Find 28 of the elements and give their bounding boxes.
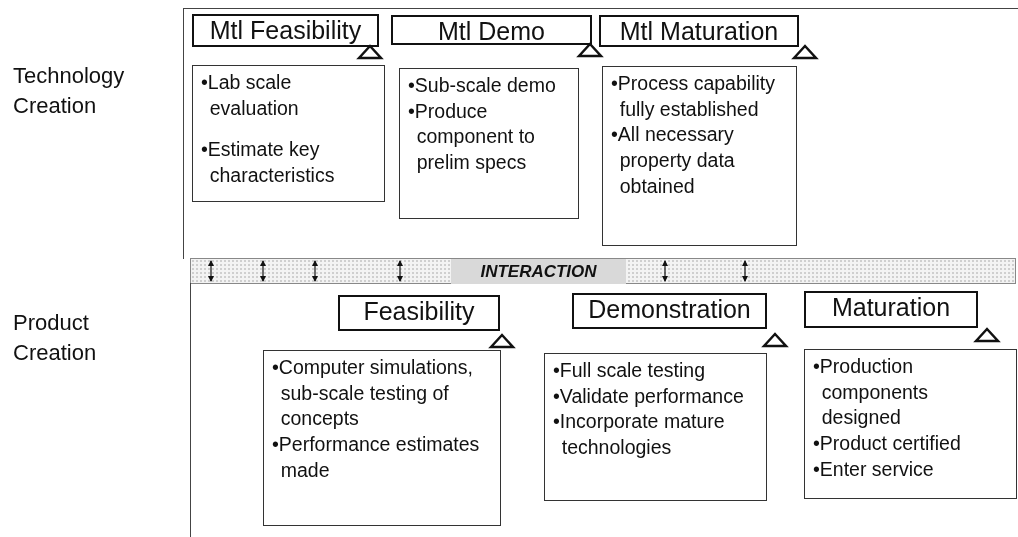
milestone-label: Feasibility <box>338 295 500 331</box>
bullet-text: •Lab scale evaluation <box>201 70 300 121</box>
section-heading: Technology Creation <box>13 62 126 120</box>
bullet-text: •Production components designed <box>813 354 929 431</box>
description-box <box>544 353 767 501</box>
description-box <box>804 349 1017 499</box>
bullet-text: •Incorporate mature technologies <box>553 409 726 461</box>
section-heading: Product Creation <box>13 309 98 367</box>
description-box <box>399 68 579 219</box>
bullet-text: •Enter service <box>813 456 935 482</box>
bullet-text: •Produce component to prelim specs <box>408 98 536 176</box>
description-box <box>192 65 385 202</box>
bullet-text: •Full scale testing <box>553 358 707 383</box>
bullet-text: •Computer simulations, sub-scale testing of concepts <box>272 355 474 432</box>
milestone-label: Demonstration <box>572 293 767 329</box>
description-box <box>263 350 501 526</box>
bullet-text: •Sub-scale demo <box>408 73 557 98</box>
bullet-text: •Product certified <box>813 431 962 457</box>
interaction-band <box>190 258 1016 284</box>
milestone-label: Mtl Maturation <box>599 15 799 47</box>
bullet-text: •All necessary property data obtained <box>611 122 736 199</box>
bullet-text: •Process capability fully established <box>611 71 776 122</box>
bullet-text: •Performance estimates made <box>272 432 481 483</box>
milestone-label: Maturation <box>804 291 978 328</box>
bullet-text: •Estimate key characteristics <box>201 137 336 189</box>
bullet-text: •Validate performance <box>553 383 745 409</box>
description-box <box>602 66 797 246</box>
interaction-label: INTERACTION <box>451 259 626 284</box>
